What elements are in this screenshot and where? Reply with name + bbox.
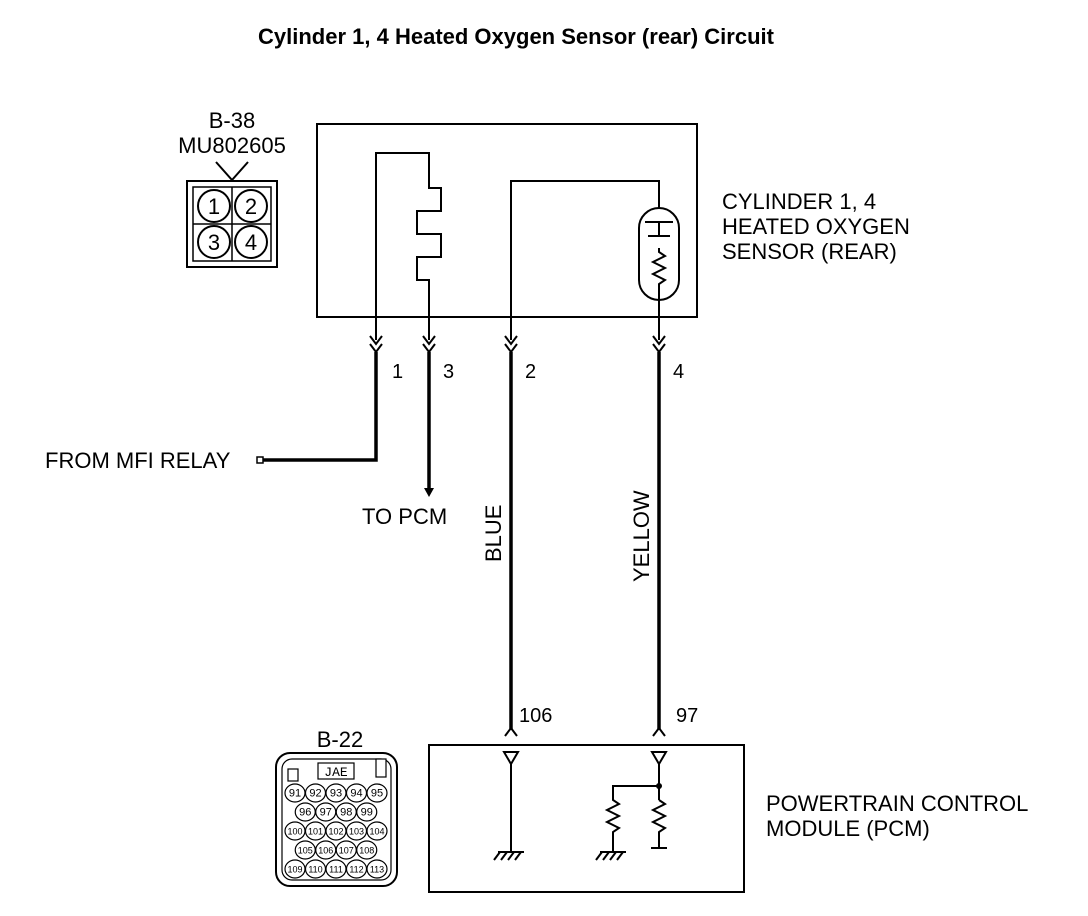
connector-b22-pin: 99 xyxy=(361,807,373,819)
pcm-box xyxy=(428,744,745,893)
connector-b38-pin: 3 xyxy=(208,230,220,255)
sensor-pin-4: 4 xyxy=(673,361,684,383)
connector-b38-key-icon xyxy=(215,161,249,182)
pcm-connector-marks xyxy=(504,726,666,737)
connector-b38-part: MU802605 xyxy=(178,133,286,158)
connector-b22-pin: 111 xyxy=(329,865,343,875)
connector-b22-pin: 105 xyxy=(298,846,313,856)
connector-b22-pin: 96 xyxy=(299,807,311,819)
wire-color-blue: BLUE xyxy=(481,505,506,562)
connector-b22-cavity xyxy=(366,859,388,879)
sensor-signal-line xyxy=(510,180,660,340)
connector-b22-pin: 112 xyxy=(349,865,363,875)
connector-b22-pin: 100 xyxy=(287,827,302,837)
connector-b38-pin: 4 xyxy=(245,230,257,255)
connector-b22-pin: 103 xyxy=(349,827,364,837)
connector-b22-pin: 107 xyxy=(339,846,354,856)
connector-b38-pin: 1 xyxy=(208,194,220,219)
connector-b22-pin: 91 xyxy=(289,788,301,800)
sensor-pin-1: 1 xyxy=(392,361,403,383)
connector-b22-pin: 101 xyxy=(308,827,323,837)
to-pcm-arrow-icon xyxy=(424,488,434,497)
connector-b22-pin: 94 xyxy=(350,788,362,800)
pcm-label-line1: POWERTRAIN CONTROL xyxy=(766,791,1028,816)
connector-b22-pin: 92 xyxy=(309,788,321,800)
sensor-label-line1: CYLINDER 1, 4 xyxy=(722,189,876,214)
connector-b22-pin: 93 xyxy=(330,788,342,800)
pcm-internal-106 xyxy=(493,751,524,861)
pcm-pin-97: 97 xyxy=(676,705,698,727)
pcm-internal-97 xyxy=(595,751,668,861)
connector-b22-pin: 109 xyxy=(287,865,302,875)
connector-b22-pin: 113 xyxy=(370,865,384,875)
connector-b22-pin: 95 xyxy=(371,788,383,800)
connector-b22-cavity xyxy=(366,783,388,803)
connector-b22-pin: 110 xyxy=(308,865,322,875)
sensor-pin-3: 3 xyxy=(443,361,454,383)
connector-b38-id: B-38 xyxy=(209,108,255,133)
sensor-pin-2: 2 xyxy=(525,361,536,383)
connector-b38: B-38 MU802605 1 2 3 4 xyxy=(178,108,286,268)
connector-b22-pin: 108 xyxy=(359,846,374,856)
connector-b22-pins: 91 92 93 94 95 96 97 98 99 100 101 102 103 104 105 106 1… xyxy=(284,783,388,879)
connector-b22-pin: 104 xyxy=(369,827,384,837)
connector-b22: B-22 JAE 91 92 93 94 95 96 97 98 99 100 101 102 103 1… xyxy=(275,727,398,887)
connector-b22-brand: JAE xyxy=(324,765,348,780)
wire-color-yellow: YELLOW xyxy=(629,490,654,582)
to-pcm-label: TO PCM xyxy=(362,504,447,529)
connector-b22-pin: 102 xyxy=(328,827,343,837)
connector-b22-pin: 106 xyxy=(318,846,333,856)
sensor-label-line2: HEATED OXYGEN xyxy=(722,214,910,239)
connector-b22-pin: 97 xyxy=(320,807,332,819)
pcm-pin-106: 106 xyxy=(519,705,552,727)
connector-b22-cavity xyxy=(356,802,378,822)
connector-b22-id: B-22 xyxy=(317,727,363,752)
connector-b22-pin: 98 xyxy=(340,807,352,819)
sensor-box xyxy=(316,123,698,318)
diagram-title: Cylinder 1, 4 Heated Oxygen Sensor (rear… xyxy=(258,24,775,49)
sensor-connector-marks xyxy=(369,335,666,354)
connector-b22-cavity xyxy=(366,821,388,841)
connector-b22-cavity xyxy=(356,840,378,860)
sensor-label-line3: SENSOR (REAR) xyxy=(722,239,897,264)
pcm-label-line2: MODULE (PCM) xyxy=(766,816,930,841)
heater-element xyxy=(375,152,442,340)
wires xyxy=(262,352,661,730)
connector-b38-pin: 2 xyxy=(245,194,257,219)
from-mfi-relay-label: FROM MFI RELAY xyxy=(45,448,231,473)
